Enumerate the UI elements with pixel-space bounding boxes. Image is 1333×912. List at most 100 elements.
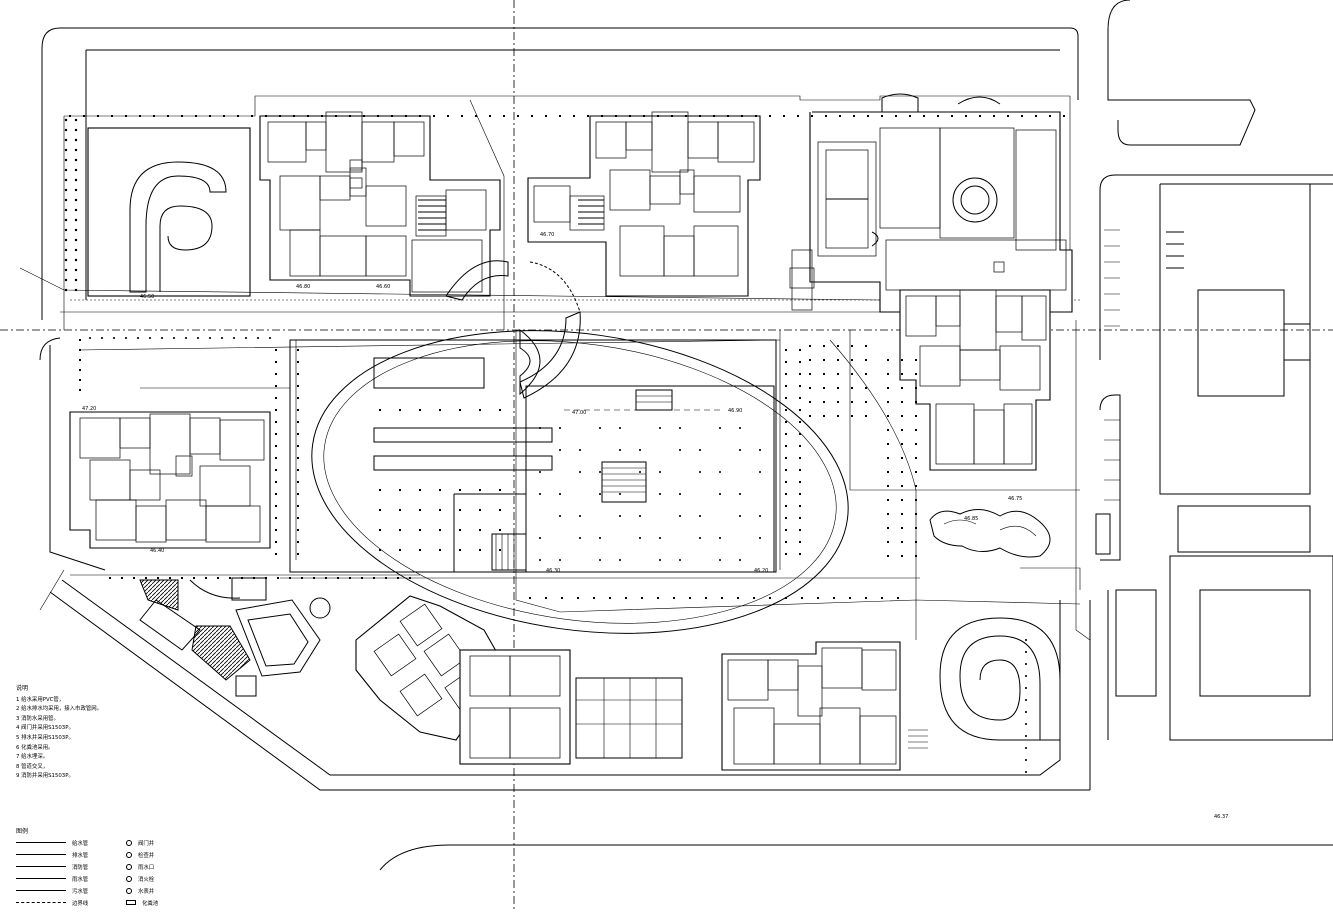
tree-marker [217,577,219,579]
tree-marker [799,433,801,435]
tree-marker [79,339,81,341]
tree-marker [439,489,441,491]
tree-marker [64,228,68,232]
tree-marker [699,537,701,539]
legend-label: 消火栓 [138,876,155,883]
tree-marker [321,115,323,117]
tree-marker [785,373,787,375]
tree-marker [419,509,421,511]
legend-item: 水表井 [126,887,216,895]
tree-marker [865,401,867,403]
tree-marker [837,401,839,403]
tree-marker [679,559,681,561]
tree-marker [539,537,541,539]
tree-marker [901,527,903,529]
tree-marker [799,457,801,459]
tree-marker [599,471,601,473]
tree-marker [277,577,279,579]
circle-symbol-icon [126,887,132,894]
tree-marker [719,427,721,429]
tree-marker [459,409,461,411]
tree-marker [865,597,867,599]
tree-marker [915,513,917,515]
tree-marker [887,415,889,417]
tree-marker [559,449,561,451]
tree-marker [1025,747,1027,749]
tree-marker [275,469,277,471]
line-swatch-icon [16,854,66,855]
note-item: 9 消防井采用S1503P。 [16,773,74,780]
tree-marker [275,349,277,351]
tree-marker [275,385,277,387]
tree-marker [851,387,853,389]
tree-marker [275,517,277,519]
tree-marker [915,499,917,501]
tree-marker [1025,699,1027,701]
tree-marker [419,549,421,551]
tree-marker [785,481,787,483]
tree-marker [579,537,581,539]
elev-label: 46.60 [376,284,390,290]
tree-marker [479,509,481,511]
tree-marker [363,115,365,117]
tree-marker [64,198,68,202]
tree-marker [499,489,501,491]
tree-marker [801,597,803,599]
tree-marker [74,258,78,262]
tree-marker [559,515,561,517]
south-parking-grid [575,677,683,759]
tree-marker [799,445,801,447]
line-swatch-icon [16,866,66,867]
tree-marker [915,443,917,445]
tree-marker [79,359,81,361]
tree-marker [419,409,421,411]
tree-marker [64,178,68,182]
legend-label: 边界线 [72,900,89,907]
tree-marker [799,349,801,351]
tree-marker [785,361,787,363]
tree-marker [193,577,195,579]
tree-marker [705,597,707,599]
tree-marker [517,115,519,117]
legend-item: 雨水口 [126,863,216,871]
tree-marker [915,401,917,403]
tree-marker [297,385,299,387]
tree-marker [823,359,825,361]
tree-marker [785,409,787,411]
tree-marker [659,493,661,495]
tree-marker [275,457,277,459]
tree-marker [74,238,78,242]
tree-marker [719,559,721,561]
tree-marker [74,208,78,212]
tree-marker [297,433,299,435]
tree-marker [739,427,741,429]
tree-marker [799,493,801,495]
tree-marker [865,359,867,361]
tree-marker [79,389,81,391]
legend-item: 阀门井 [126,839,216,847]
tree-marker [823,373,825,375]
tree-marker [643,115,645,117]
tree-marker [297,493,299,495]
tree-marker [915,457,917,459]
tree-marker [313,577,315,579]
tree-marker [459,509,461,511]
tree-markers [64,115,1065,773]
tree-marker [297,529,299,531]
tree-marker [837,359,839,361]
tree-marker [79,379,81,381]
building-north-a [259,111,501,297]
tree-marker [539,471,541,473]
tree-marker [673,597,675,599]
tree-marker [475,115,477,117]
tree-marker [251,115,253,117]
tree-marker [785,349,787,351]
tree-marker [297,421,299,423]
line-swatch-icon [16,890,66,891]
tree-marker [825,115,827,117]
tree-marker [881,115,883,117]
legend-label: 水表井 [138,888,155,895]
rect-symbol-icon [126,900,136,905]
tree-marker [719,537,721,539]
